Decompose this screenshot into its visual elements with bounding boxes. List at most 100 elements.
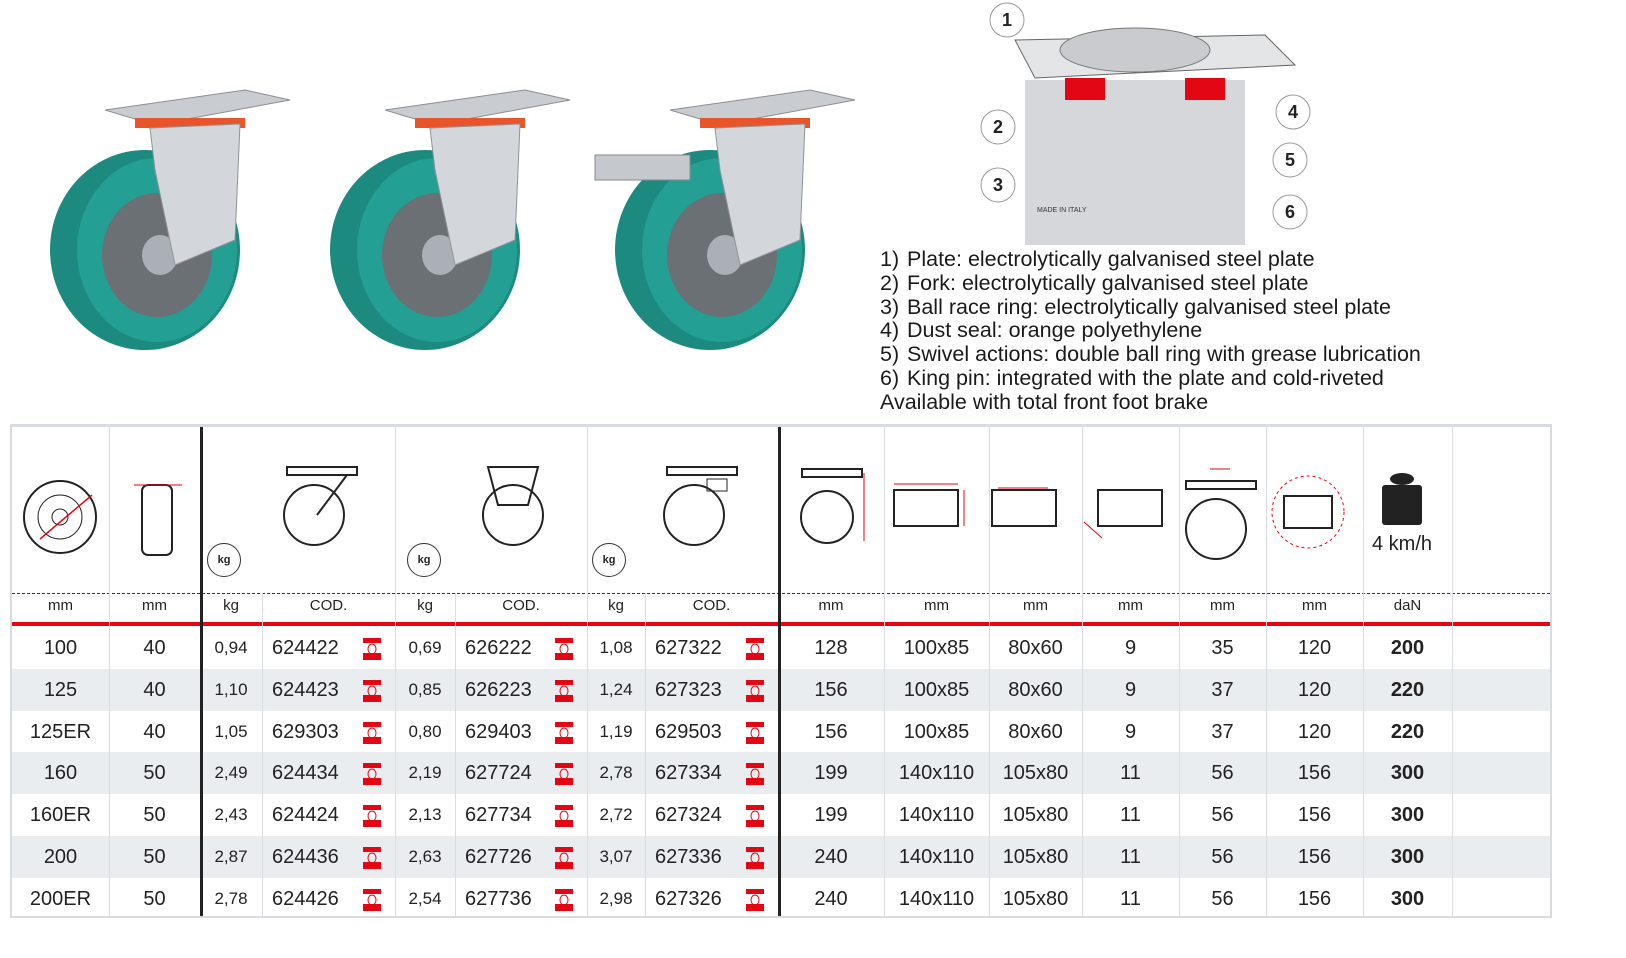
feature-item: 3)Ball race ring: electrolytically galva…	[880, 294, 1391, 319]
callout-3: 3	[993, 175, 1003, 195]
cell-kg1: 1,05	[214, 721, 248, 741]
column-divider	[109, 427, 110, 916]
offset-icon	[1185, 468, 1257, 560]
brake-caster-image	[614, 89, 856, 351]
cell-bolt: 11	[1120, 846, 1141, 868]
cell-rad: 156	[1297, 846, 1332, 868]
swivel-caster-image	[49, 89, 291, 351]
cell-w: 50	[143, 846, 166, 868]
feature-item: 5)Swivel actions: double ball ring with …	[880, 342, 1421, 367]
cell-bolt: 11	[1120, 804, 1141, 827]
cell-c3: 627323	[655, 678, 722, 701]
cell-d: 160	[43, 762, 78, 785]
cell-rad: 156	[1297, 804, 1332, 827]
bracket-icon	[746, 679, 764, 702]
cell-kg1: 1,10	[214, 679, 248, 699]
cell-off: 56	[1211, 846, 1234, 868]
cell-c1: 624426	[272, 887, 339, 910]
cell-d: 125ER	[29, 720, 92, 743]
cell-d: 200	[43, 846, 78, 868]
unit-header: COD.	[309, 597, 348, 614]
cell-kg2: 0,80	[408, 721, 442, 741]
cell-plate: 140x110	[898, 804, 975, 827]
callout-1: 1	[1002, 10, 1012, 30]
unit-header: mm	[818, 597, 844, 614]
unit-header: mm	[1023, 597, 1048, 614]
bracket-icon	[363, 679, 381, 702]
feature-item: 2)Fork: electrolytically galvanised stee…	[880, 270, 1309, 295]
column-divider	[200, 427, 203, 916]
unit-header: mm	[924, 597, 949, 614]
cell-holes: 105x80	[1002, 762, 1069, 785]
cell-rad: 120	[1297, 637, 1332, 659]
bracket-icon	[555, 847, 573, 869]
cell-c2: 629403	[465, 720, 532, 743]
cell-holes: 105x80	[1002, 804, 1069, 827]
feature-item: 1)Plate: electrolytically galvanised ste…	[880, 247, 1315, 271]
unit-header: mm	[48, 597, 73, 614]
cell-kg3: 3,07	[599, 847, 633, 866]
unit-header: kg	[417, 597, 433, 614]
cell-off: 56	[1211, 762, 1234, 785]
cell-kg2: 0,85	[408, 679, 442, 699]
cell-bolt: 9	[1124, 720, 1137, 743]
cell-kg2: 2,63	[408, 847, 442, 866]
cell-load: 200	[1390, 637, 1425, 659]
plate-size-icon	[893, 483, 965, 527]
cell-load: 300	[1390, 846, 1425, 868]
cell-bolt: 9	[1124, 678, 1137, 701]
callout-4: 4	[1288, 102, 1298, 122]
cell-holes: 80x60	[1008, 678, 1063, 701]
cell-load: 220	[1390, 720, 1425, 743]
cell-c3: 629503	[655, 720, 722, 743]
unit-header: mm	[1118, 597, 1143, 614]
cell-holes: 105x80	[1002, 846, 1069, 868]
cell-d: 125	[43, 678, 78, 701]
bracket-icon	[746, 638, 764, 660]
cell-kg2: 2,54	[408, 888, 442, 908]
cell-d: 100	[43, 637, 78, 659]
bracket-icon	[746, 721, 764, 744]
load-weight-icon	[1382, 473, 1422, 525]
cell-w: 40	[143, 720, 166, 743]
unit-header: daN	[1393, 597, 1422, 614]
feature-item: 6)King pin: integrated with the plate an…	[880, 365, 1384, 390]
fixed-caster-image	[329, 89, 571, 351]
cell-h: 240	[814, 887, 848, 910]
cell-load: 300	[1390, 762, 1425, 785]
bracket-icon	[555, 888, 573, 911]
cell-c3: 627326	[655, 887, 722, 910]
cell-c1: 624434	[272, 762, 339, 785]
cell-kg3: 2,98	[599, 888, 633, 908]
callout-2: 2	[993, 117, 1003, 137]
feature-list: 1)Plate: electrolytically galvanised ste…	[880, 247, 1421, 415]
cell-kg1: 2,49	[214, 763, 248, 783]
unit-header: COD.	[692, 597, 731, 614]
cell-c2: 627734	[465, 804, 532, 827]
cell-c3: 627334	[655, 762, 722, 785]
made-in-italy-mark: MADE IN ITALY	[1037, 207, 1087, 214]
cell-w: 50	[143, 804, 166, 827]
speed-label: 4 km/h	[1371, 533, 1433, 555]
bracket-icon	[363, 638, 381, 660]
bracket-icon	[555, 763, 573, 786]
bracket-icon	[555, 638, 573, 660]
cell-w: 40	[143, 678, 166, 701]
bracket-icon	[746, 847, 764, 869]
cell-kg3: 2,78	[599, 763, 633, 783]
cell-off: 37	[1211, 678, 1234, 701]
cell-c2: 626223	[465, 678, 532, 701]
cell-rad: 156	[1297, 762, 1332, 785]
bracket-icon	[363, 805, 381, 828]
cell-rad: 156	[1297, 887, 1332, 910]
cell-off: 56	[1211, 804, 1234, 827]
cell-w: 50	[143, 762, 166, 785]
cell-holes: 105x80	[1002, 887, 1069, 910]
cell-w: 40	[143, 637, 166, 659]
bracket-icon	[746, 805, 764, 828]
